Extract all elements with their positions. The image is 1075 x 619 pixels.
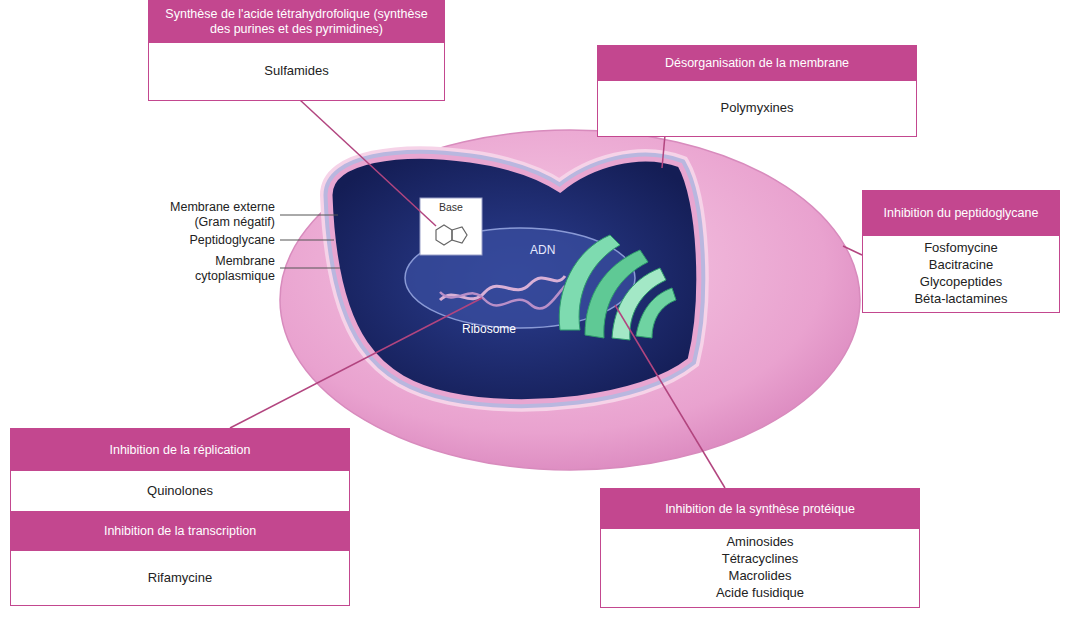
mechanism-title: Synthèse de l'acide tétrahydrofolique (s… xyxy=(157,7,436,37)
label-leaders xyxy=(280,215,340,268)
leader-line xyxy=(662,135,665,168)
callout-body: FosfomycineBacitracineGlycopeptidesBéta-… xyxy=(863,236,1059,312)
leader-line xyxy=(843,246,862,255)
cytoplasm xyxy=(330,156,699,401)
mechanism-title: Inhibition de la réplication xyxy=(109,443,250,458)
leader-line xyxy=(230,298,482,428)
antibiotic-name: Tétracyclines xyxy=(722,551,799,568)
callout-header: Synthèse de l'acide tétrahydrofolique (s… xyxy=(149,1,444,43)
part-label: ADN xyxy=(530,243,580,257)
antibiotic-name: Béta-lactamines xyxy=(914,291,1007,308)
antibiotic-name: Glycopeptides xyxy=(920,274,1002,291)
callout-header: Inhibition de la réplication xyxy=(11,429,349,471)
mechanism-title: Désorganisation de la membrane xyxy=(665,56,849,71)
antibiotic-name: Sulfamides xyxy=(264,63,328,80)
part-label: Membrane cytoplasmique xyxy=(175,254,275,284)
callout-body: Sulfamides xyxy=(149,43,444,100)
peptidoglycan-layer xyxy=(330,156,699,401)
antibiotic-name: Macrolides xyxy=(729,568,792,585)
callout-header: Désorganisation de la membrane xyxy=(598,46,916,81)
mechanism-title: Inhibition de la synthèse protéique xyxy=(665,502,855,517)
antibiotic-name: Fosfomycine xyxy=(924,240,998,257)
callout-box: Désorganisation de la membranePolymyxine… xyxy=(597,45,917,137)
callout-box: Inhibition du peptidoglycaneFosfomycineB… xyxy=(862,190,1060,313)
callout-body: Rifamycine xyxy=(11,551,349,605)
callout-box: Inhibition de la réplicationQuinolonesIn… xyxy=(10,428,350,606)
antibiotic-name: Quinolones xyxy=(147,483,213,500)
callout-box: Synthèse de l'acide tétrahydrofolique (s… xyxy=(148,0,445,101)
part-label: Membrane externe (Gram négatif) xyxy=(155,200,275,230)
mechanism-title: Inhibition du peptidoglycane xyxy=(884,206,1039,221)
antibiotic-name: Polymyxines xyxy=(721,100,794,117)
mechanism-title: Inhibition de la transcription xyxy=(104,524,256,539)
ribosome-shape xyxy=(559,235,676,340)
part-label: Base xyxy=(422,201,480,214)
part-label: Peptidoglycane xyxy=(125,233,275,248)
callout-body: Polymyxines xyxy=(598,81,916,136)
antibiotic-name: Aminosides xyxy=(726,534,793,551)
leader-line xyxy=(300,100,436,226)
cell-body xyxy=(280,130,860,470)
callout-header: Inhibition de la synthèse protéique xyxy=(601,489,919,529)
purine-structure xyxy=(436,225,467,245)
dna-helix xyxy=(440,286,565,309)
base-inset xyxy=(420,198,482,255)
callout-body: AminosidesTétracyclinesMacrolidesAcide f… xyxy=(601,529,919,607)
callout-box: Inhibition de la synthèse protéiqueAmino… xyxy=(600,488,920,608)
antibiotic-name: Bacitracine xyxy=(929,257,993,274)
part-label: Ribosome xyxy=(462,322,542,336)
antibiotic-name: Acide fusidique xyxy=(716,585,804,602)
callout-header: Inhibition du peptidoglycane xyxy=(863,191,1059,236)
callout-body: Quinolones xyxy=(11,471,349,511)
antibiotic-name: Rifamycine xyxy=(148,570,212,587)
leader-line xyxy=(615,305,725,488)
outer-membrane xyxy=(330,156,699,401)
callout-header: Inhibition de la transcription xyxy=(11,511,349,551)
